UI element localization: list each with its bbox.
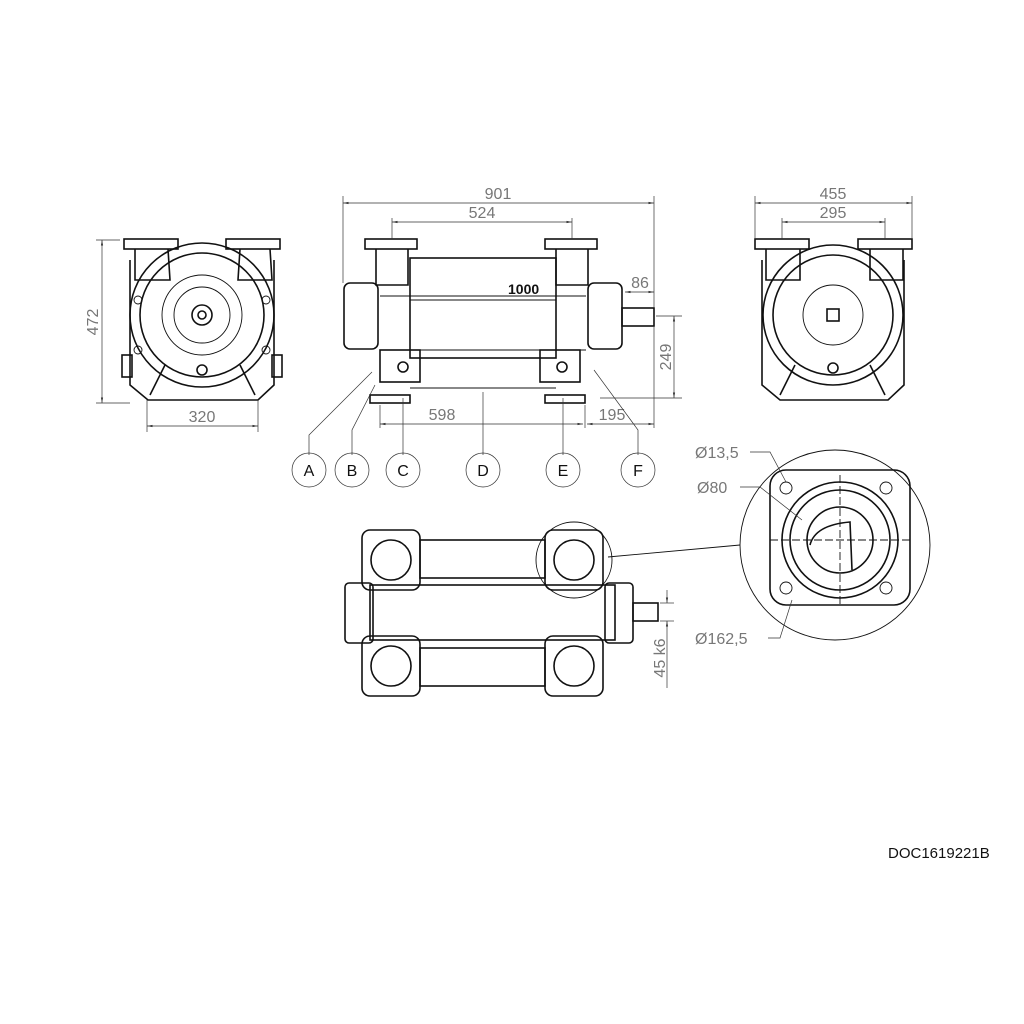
dim-overall-length: 901 (485, 186, 512, 203)
dim-shaft-end-to-foot: 195 (599, 407, 626, 424)
dim-side-flange-spacing: 295 (820, 205, 847, 222)
svg-text:C: C (397, 463, 409, 480)
dim-shaft-length: 86 (631, 275, 649, 292)
callouts: A B C D E F (291, 369, 656, 488)
rear-dimensions: 455 295 (754, 186, 913, 239)
callout-c: C (385, 452, 421, 488)
dim-port-diameter: Ø80 (697, 480, 727, 497)
dim-front-base-width: 320 (189, 409, 216, 426)
side-dimensions: 901 524 86 249 598 195 (342, 186, 682, 428)
callout-f: F (620, 452, 656, 488)
dim-foot-spacing: 598 (429, 407, 456, 424)
callout-b: B (334, 452, 370, 488)
dim-bolt-hole-diameter: Ø13,5 (695, 445, 739, 462)
model-label: 1000 (508, 281, 539, 297)
callout-e: E (545, 452, 581, 488)
top-view (344, 521, 741, 697)
svg-text:D: D (477, 463, 489, 480)
svg-text:A: A (304, 463, 315, 480)
front-dimensions: 472 320 (85, 239, 259, 432)
callout-d: D (465, 452, 501, 488)
dim-shaft-diameter: 45 k6 (652, 638, 669, 677)
dim-shaft-height: 249 (658, 344, 675, 371)
dim-front-height: 472 (85, 309, 102, 336)
detail-view: Ø13,5 Ø80 Ø162,5 (695, 445, 931, 648)
dim-bolt-circle-diameter: Ø162,5 (695, 631, 748, 648)
svg-text:E: E (558, 463, 569, 480)
callout-a: A (291, 452, 327, 488)
front-view (121, 238, 283, 401)
document-id: DOC1619221B (888, 845, 990, 862)
svg-text:B: B (347, 463, 358, 480)
dim-side-width: 455 (820, 186, 847, 203)
side-view: 1000 (343, 238, 655, 404)
rear-view (754, 238, 913, 401)
top-dimensions: 45 k6 (652, 590, 674, 688)
dim-flange-spacing: 524 (469, 205, 496, 222)
svg-text:F: F (633, 463, 643, 480)
